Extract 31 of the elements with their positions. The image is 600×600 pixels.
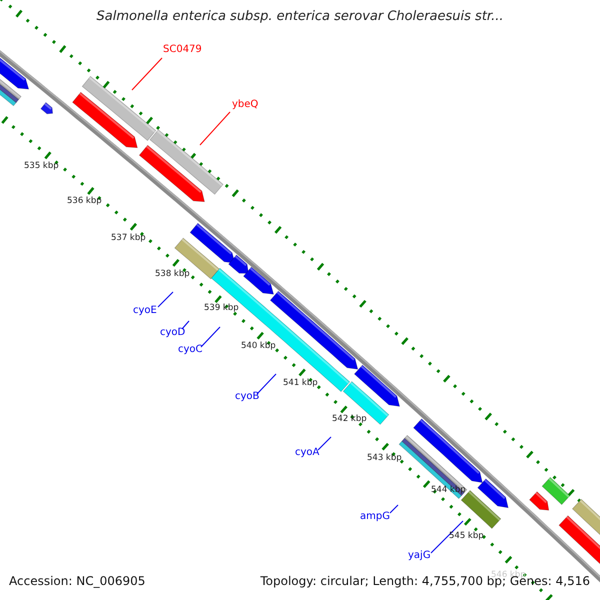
scale-label: 539 kbp (204, 304, 239, 314)
scale-label: 535 kbp (24, 162, 59, 172)
scale-label: 543 kbp (367, 454, 402, 464)
gene-label: cyoE (133, 305, 157, 316)
scale-label: 540 kbp (241, 342, 276, 352)
scale-label: 537 kbp (111, 234, 146, 244)
gene-label: ybeQ (232, 99, 258, 110)
gene-label: cyoD (160, 327, 186, 338)
scale-label: 545 kbp (449, 532, 484, 542)
leader-line (318, 436, 332, 450)
gene-label: SC0479 (163, 44, 202, 55)
leader-line (158, 292, 174, 308)
scale-label: 536 kbp (67, 197, 102, 206)
title: Salmonella enterica subsp. enterica serovar Choleraesuis str... (96, 10, 504, 24)
leader-line (430, 520, 464, 554)
gene-label: cyoC (178, 344, 203, 355)
gene-label: cyoA (295, 447, 320, 458)
leader-line (132, 58, 162, 90)
footer-text: Accession: NC_006905 (9, 575, 146, 588)
gene-label: yajG (408, 550, 431, 561)
scale-label: 538 kbp (155, 270, 190, 280)
scale-label: 541 kbp (283, 379, 318, 388)
scale-label: 544 kbp (431, 486, 466, 496)
scale-label: 542 kbp (332, 415, 367, 424)
leader-line (200, 112, 230, 146)
gene-label: ampG (360, 511, 390, 522)
leader-line (200, 326, 220, 348)
leader-line (390, 504, 398, 514)
leader-line (182, 320, 190, 330)
leader-line (256, 374, 276, 394)
gene-label: cyoB (235, 391, 260, 402)
